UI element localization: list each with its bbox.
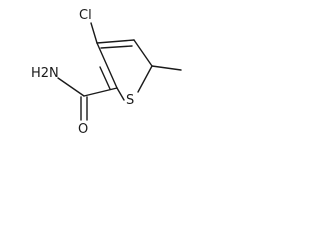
atom-label-sulfur: S — [126, 93, 134, 108]
bond-c5-s1 — [137, 65, 153, 93]
molecule-canvas: Cl S O H2N — [31, 8, 182, 137]
bond-c2-carbonyl — [83, 87, 118, 97]
bond-c5-methyl — [151, 65, 182, 71]
bond-c3-c2 — [96, 42, 118, 89]
bond-c3-cl — [90, 22, 98, 44]
bond-c3-c4 — [96, 39, 135, 44]
atom-label-oxygen: O — [78, 122, 88, 137]
bond-c4-c5 — [133, 39, 153, 67]
bond-c3-c4-inner — [100, 45, 133, 49]
chemical-structure-diagram: Cl S O H2N — [0, 0, 199, 144]
bond-carbonyl-n — [57, 77, 85, 97]
bond-s1-c2 — [116, 87, 125, 101]
atom-label-amine: H2N — [31, 66, 59, 81]
bond-c2-c2-inner — [99, 66, 111, 90]
atom-label-chlorine: Cl — [79, 8, 92, 23]
